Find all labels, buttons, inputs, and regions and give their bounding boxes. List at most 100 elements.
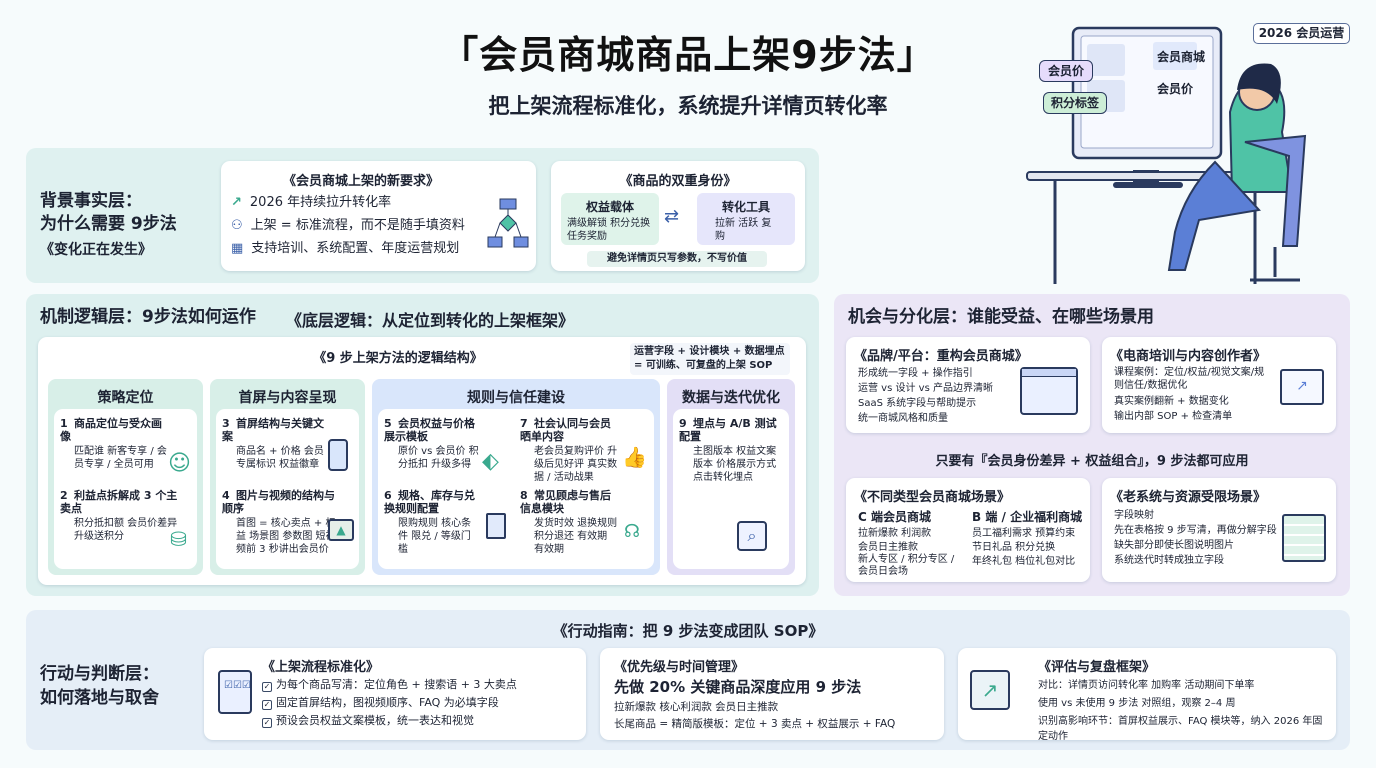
thumbs-up-icon: 👍 [622, 445, 647, 469]
background-layer-title: 背景事实层： [40, 191, 142, 211]
step-number: 1 [60, 417, 68, 430]
step-title: 规格、库存与兑换规则配置 [384, 489, 475, 515]
training-creator-line: 真实案例翻新 + 数据变化 [1114, 396, 1229, 407]
presentation-icon: ↗ [1280, 369, 1324, 405]
brand-platform-line: 形成统一字段 + 操作指引 [858, 368, 973, 379]
legacy-systems-line: 系统迭代时转成独立字段 [1114, 555, 1224, 566]
step-detail: 首图 = 核心卖点 + 权益 场景图 参数图 短视频前 3 秒讲出会员价 [236, 518, 336, 555]
sticker-points-tag: 积分标签 [1043, 92, 1107, 114]
nine-step-frame-title: 《9 步上架方法的逻辑结构》 [313, 351, 483, 366]
legacy-systems-card: 《老系统与资源受限场景》 字段映射 先在表格按 9 步写清，再做分解字段 缺失部… [1102, 478, 1336, 582]
price-tag-icon: ⬖ [482, 449, 499, 474]
legacy-systems-line: 字段映射 [1114, 510, 1154, 521]
c-end-title: C 端会员商城 [858, 510, 931, 524]
step-detail: 主图版本 权益文案版本 价格展示方式 点击转化埋点 [693, 446, 777, 483]
scenario-types-card: 《不同类型会员商城场景》 C 端会员商城 拉新爆款 利润款 会员日主推款 新人专… [846, 478, 1090, 582]
new-requirements-card: 《会员商城上架的新要求》 ↗ 2026 年持续拉升转化率 ⚇ 上架 = 标准流程… [221, 161, 536, 271]
background-layer-line3: 《变化正在发生》 [40, 242, 152, 258]
document-icon [486, 513, 506, 539]
spreadsheet-icon [1282, 514, 1326, 562]
browser-window-icon [1020, 367, 1078, 415]
step-number: 5 [384, 417, 392, 430]
flow-icon: ⚇ [231, 218, 243, 233]
training-creator-line: 输出内部 SOP + 检查清单 [1114, 411, 1233, 422]
evaluation-line: 对比：详情页访问转化率 加购率 活动期间下单率 [1038, 680, 1255, 691]
user-tag-icon: ☺ [168, 451, 191, 476]
action-banner: 《行动指南：把 9 步法变成团队 SOP》 [552, 622, 824, 640]
step-number: 2 [60, 489, 68, 502]
priority-line: 拉新爆款 核心利润款 会员日主推款 [614, 701, 779, 713]
legacy-systems-line: 先在表格按 9 步写清，再做分解字段 [1114, 525, 1277, 536]
evaluation-line: 识别高影响环节：首屏权益展示、FAQ 模块等，纳入 2026 年固定动作 [1038, 716, 1323, 742]
data-column-title: 数据与迭代优化 [682, 390, 780, 406]
brand-platform-title: 《品牌/平台：重构会员商城》 [854, 349, 1028, 364]
mechanism-layer-title: 机制逻辑层：9步法如何运作 [40, 307, 256, 327]
strategy-column-title: 策略定位 [97, 390, 154, 406]
standardization-title: 《上架流程标准化》 [262, 660, 380, 675]
requirement-row: ↗ 2026 年持续拉升转化率 [231, 192, 391, 214]
standardization-card: ☑☑☑ 《上架流程标准化》 ✓为每个商品写清：定位角色 + 搜索语 + 3 大卖… [204, 648, 586, 740]
legacy-systems-title: 《老系统与资源受限场景》 [1110, 490, 1267, 505]
step-detail: 商品名 + 价格 会员专属标识 权益徽章 [236, 446, 324, 470]
b-end-title: B 端 / 企业福利商城 [972, 510, 1083, 524]
sop-note: 运营字段 + 设计模块 + 数据埋点 = 可训练、可复盘的上架 SOP [630, 343, 790, 375]
background-layer: 背景事实层： 为什么需要 9步法 《变化正在发生》 《会员商城上架的新要求》 ↗… [26, 148, 819, 283]
screen-label-1: 会员商城 [1157, 50, 1206, 64]
standardization-item: ✓固定首屏结构，图视频顺序、FAQ 为必填字段 [262, 694, 499, 711]
brand-platform-line: 统一商城风格和质量 [858, 413, 948, 424]
dual-identity-note: 避免详情页只写参数，不写价值 [587, 251, 767, 267]
new-requirements-title: 《会员商城上架的新要求》 [282, 174, 439, 189]
step-number: 7 [520, 417, 528, 430]
step-title: 埋点与 A/B 测试配置 [679, 417, 777, 443]
requirement-row: ▦ 支持培训、系统配置、年度运营规划 [231, 238, 459, 260]
checkbox-icon: ✓ [262, 700, 272, 710]
flowchart-icon [487, 198, 529, 248]
step-title: 图片与视频的结构与顺序 [222, 489, 335, 515]
priority-card: 《优先级与时间管理》 先做 20% 关键商品深度应用 9 步法 拉新爆款 核心利… [600, 648, 944, 740]
year-tag: 2026 会员运营 [1253, 23, 1350, 44]
standardization-item: ✓为每个商品写清：定位角色 + 搜索语 + 3 大卖点 [262, 676, 517, 693]
priority-highlight: 先做 20% 关键商品深度应用 9 步法 [614, 678, 862, 696]
step-title: 商品定位与受众画像 [60, 417, 162, 443]
analytics-magnifier-icon: ⌕ [737, 521, 767, 551]
brand-platform-line: SaaS 系统字段与帮助提示 [858, 398, 977, 409]
step-detail: 限购规则 核心条件 限兑 / 等级门槛 [398, 518, 472, 555]
step-number: 4 [222, 489, 230, 502]
step-title: 常见顾虑与售后信息模块 [520, 489, 611, 515]
mechanism-layer: 机制逻辑层：9步法如何运作 《底层逻辑：从定位到转化的上架框架》 《9 步上架方… [26, 294, 819, 596]
c-end-line: 新人专区 / 积分专区 / 会员日会场 [858, 554, 955, 577]
trust-column-title: 规则与信任建设 [467, 390, 565, 406]
step-title: 利益点拆解成 3 个主卖点 [60, 489, 178, 515]
brand-platform-line: 运营 vs 设计 vs 产品边界清晰 [858, 383, 993, 394]
step-number: 8 [520, 489, 528, 502]
nine-step-frame: 《9 步上架方法的逻辑结构》 运营字段 + 设计模块 + 数据埋点 = 可训练、… [38, 337, 806, 585]
conversion-tool-body: 拉新 活跃 复购 [715, 218, 772, 242]
step-detail: 老会员复购评价 升级后见好评 真实数据 / 活动战果 [534, 446, 618, 483]
step-title: 首屏结构与关键文案 [222, 417, 324, 443]
coins-icon: ⛁ [170, 527, 187, 551]
rights-carrier-body: 满级解锁 积分兑换 任务奖励 [567, 218, 651, 242]
calendar-icon: ▦ [231, 241, 244, 256]
content-column-title: 首屏与内容呈现 [238, 390, 337, 406]
conversion-tool-box: 转化工具 拉新 活跃 复购 [697, 193, 795, 245]
action-layer-line2: 如何落地与取舍 [40, 688, 159, 708]
step-detail: 匹配谁 新客专享 / 会员专享 / 全员可用 [74, 446, 167, 470]
standardization-text: 预设会员权益文案模板，统一表达和视觉 [276, 714, 474, 727]
opportunity-layer-title: 机会与分化层：谁能受益、在哪些场景用 [848, 307, 1154, 327]
b-end-line: 年终礼包 档位礼包对比 [972, 556, 1076, 567]
checkbox-icon: ✓ [262, 682, 272, 692]
scenario-types-title: 《不同类型会员商城场景》 [854, 490, 1011, 505]
step-title: 社会认同与会员晒单内容 [520, 417, 611, 443]
rights-carrier-box: 权益载体 满级解锁 积分兑换 任务奖励 [561, 193, 659, 245]
swap-arrows-icon: ⇄ [664, 206, 680, 227]
b-end-line: 节日礼品 积分兑换 [972, 542, 1056, 553]
training-creator-card: 《电商培训与内容创作者》 课程案例：定位/权益/视觉文案/规则信任/数据优化 真… [1102, 337, 1336, 433]
